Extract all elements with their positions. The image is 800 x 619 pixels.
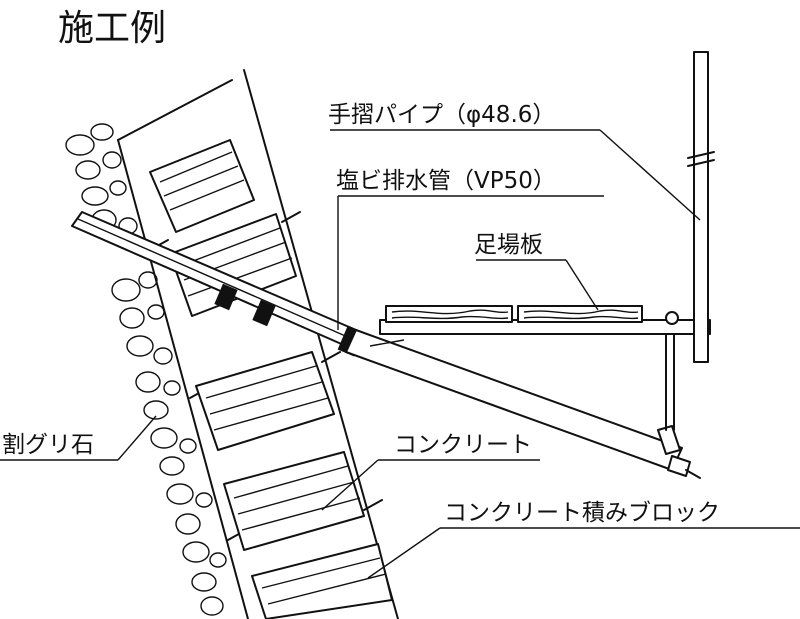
label-scaffold-board: 足場板 (474, 232, 543, 258)
scaffold-boards (385, 305, 643, 323)
block-cell-1 (149, 139, 255, 233)
pipe-band-2 (252, 299, 276, 327)
bracket-arm (345, 329, 701, 479)
block-cell-3 (195, 351, 335, 451)
figure-title: 施工例 (58, 8, 166, 49)
handrail-pipe (687, 51, 715, 363)
label-block-wall: コンクリート積みブロック (444, 500, 720, 526)
label-concrete: コンクリート (394, 432, 532, 458)
block-wall (117, 69, 399, 619)
block-cell-4 (223, 451, 365, 551)
pipe-band-1 (214, 283, 238, 311)
label-crushed-stone: 割グリ石 (2, 432, 94, 458)
label-handrail-pipe: 手摺パイプ（φ48.6） (328, 102, 555, 128)
block-cell-5 (251, 543, 393, 619)
pvc-drain-pipe (71, 211, 365, 357)
leader-lines (0, 129, 800, 579)
label-drain-pipe: 塩ビ排水管（VP50） (336, 168, 556, 194)
